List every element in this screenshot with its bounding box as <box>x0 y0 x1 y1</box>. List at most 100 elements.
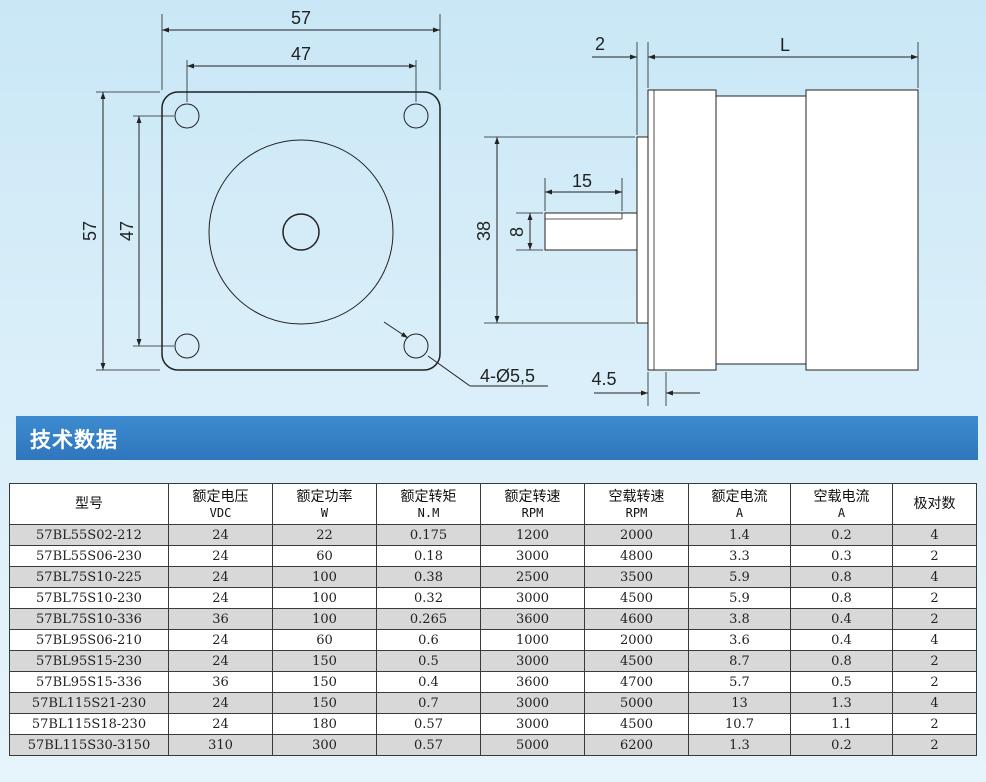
model-cell: 57BL55S02-212 <box>9 524 169 546</box>
column-header: 型号 <box>9 483 169 525</box>
table-cell: 0.4 <box>790 629 893 651</box>
table-cell: 0.18 <box>376 545 481 567</box>
table-cell: 60 <box>272 629 377 651</box>
table-cell: 2 <box>892 713 977 735</box>
table-cell: 4500 <box>584 587 689 609</box>
column-header-unit: A <box>837 505 846 520</box>
model-cell: 57BL115S30-3150 <box>9 734 169 756</box>
column-header-unit: RPM <box>625 505 648 520</box>
table-cell: 3.6 <box>688 629 791 651</box>
table-cell: 13 <box>688 692 791 714</box>
model-cell: 57BL75S10-225 <box>9 566 169 588</box>
shaft-circle <box>282 213 320 251</box>
table-cell: 24 <box>168 713 273 735</box>
table-cell: 0.38 <box>376 566 481 588</box>
motor-shaft <box>544 212 638 251</box>
table-cell: 24 <box>168 545 273 567</box>
column-header-name: 额定转速 <box>504 488 561 505</box>
dim-body-length: L <box>780 35 790 55</box>
table-cell: 10.7 <box>688 713 791 735</box>
model-cell: 57BL115S21-230 <box>9 692 169 714</box>
table-cell: 4 <box>892 524 977 546</box>
side-view <box>544 89 919 371</box>
dim-front-width-outer: 57 <box>291 8 311 28</box>
column-header-name: 极对数 <box>913 495 956 512</box>
table-cell: 0.3 <box>790 545 893 567</box>
table-cell: 100 <box>272 566 377 588</box>
dim-front-height-holes: 47 <box>117 221 137 241</box>
motor-body-middle <box>715 95 807 365</box>
table-cell: 5.9 <box>688 587 791 609</box>
table-cell: 0.265 <box>376 608 481 630</box>
motor-boss <box>636 136 649 324</box>
table-cell: 2 <box>892 734 977 756</box>
table-cell: 0.4 <box>790 608 893 630</box>
table-cell: 2500 <box>480 566 585 588</box>
table-cell: 2 <box>892 587 977 609</box>
table-cell: 310 <box>168 734 273 756</box>
table-cell: 3600 <box>480 671 585 693</box>
table-cell: 0.8 <box>790 566 893 588</box>
table-cell: 4700 <box>584 671 689 693</box>
table-cell: 0.57 <box>376 713 481 735</box>
dim-flange-dia: 38 <box>474 221 494 241</box>
table-cell: 60 <box>272 545 377 567</box>
table-cell: 0.32 <box>376 587 481 609</box>
table-cell: 300 <box>272 734 377 756</box>
table-cell: 0.175 <box>376 524 481 546</box>
model-cell: 57BL115S18-230 <box>9 713 169 735</box>
table-cell: 24 <box>168 587 273 609</box>
model-cell: 57BL75S10-336 <box>9 608 169 630</box>
table-cell: 0.5 <box>376 650 481 672</box>
column-header-name: 额定转矩 <box>400 488 457 505</box>
dim-front-height-outer: 57 <box>80 221 100 241</box>
table-cell: 1200 <box>480 524 585 546</box>
table-cell: 150 <box>272 650 377 672</box>
table-cell: 4800 <box>584 545 689 567</box>
column-header-unit: A <box>735 505 744 520</box>
dim-flange-thickness: 4.5 <box>591 369 616 389</box>
front-flange-square <box>161 91 441 371</box>
table-cell: 3500 <box>584 566 689 588</box>
table-cell: 3.3 <box>688 545 791 567</box>
table-cell: 180 <box>272 713 377 735</box>
dim-shaft-length: 15 <box>572 171 592 191</box>
table-cell: 5.7 <box>688 671 791 693</box>
table-cell: 24 <box>168 629 273 651</box>
model-cell: 57BL55S06-230 <box>9 545 169 567</box>
column-header-name: 额定功率 <box>296 488 353 505</box>
column-header-unit: VDC <box>209 505 232 520</box>
table-cell: 0.5 <box>790 671 893 693</box>
dim-front-width-holes: 47 <box>291 44 311 64</box>
table-cell: 0.57 <box>376 734 481 756</box>
table-cell: 6200 <box>584 734 689 756</box>
table-cell: 2 <box>892 545 977 567</box>
model-cell: 57BL75S10-230 <box>9 587 169 609</box>
table-cell: 0.2 <box>790 734 893 756</box>
table-cell: 3000 <box>480 587 585 609</box>
table-cell: 0.2 <box>790 524 893 546</box>
dim-boss-height: 2 <box>595 34 605 54</box>
table-cell: 3000 <box>480 650 585 672</box>
table-cell: 24 <box>168 650 273 672</box>
pilot-circle <box>208 139 394 325</box>
table-cell: 24 <box>168 566 273 588</box>
column-header: 极对数 <box>892 483 977 525</box>
section-title: 技术数据 <box>30 428 118 452</box>
table-cell: 5.9 <box>688 566 791 588</box>
table-cell: 3000 <box>480 692 585 714</box>
